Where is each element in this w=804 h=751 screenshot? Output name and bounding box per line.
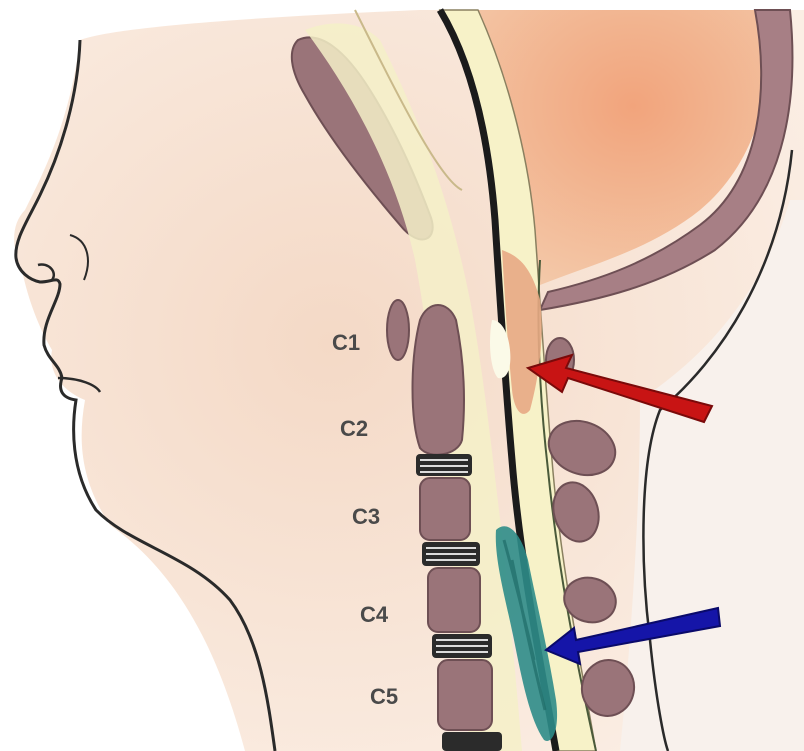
label-c4: C4 bbox=[360, 602, 389, 627]
c1-anterior-arch bbox=[387, 300, 409, 360]
c4-vertebral-body bbox=[428, 568, 480, 632]
label-c1: C1 bbox=[332, 330, 360, 355]
disc-c5-c6 bbox=[442, 732, 502, 751]
label-c3: C3 bbox=[352, 504, 380, 529]
c3-vertebral-body bbox=[420, 478, 470, 540]
label-c5: C5 bbox=[370, 684, 398, 709]
label-c2: C2 bbox=[340, 416, 368, 441]
c2-dens-body bbox=[413, 305, 465, 455]
c5-vertebral-body bbox=[438, 660, 492, 730]
